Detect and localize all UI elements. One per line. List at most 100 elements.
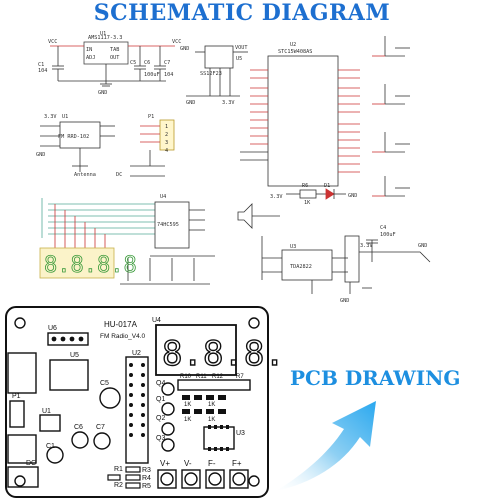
pcb-c1: C1 — [46, 443, 55, 450]
led-r-val: 1K — [304, 200, 311, 206]
pcb-r5: R5 — [142, 483, 151, 490]
pcb-dc: DC — [26, 460, 36, 467]
pcb-1k-b: 1K — [208, 402, 215, 408]
c1-label: C1 — [38, 62, 44, 68]
p1-pin-4: 4 — [165, 148, 168, 154]
reg-vin: VCC — [48, 39, 57, 45]
pcb-c7: C7 — [96, 424, 105, 431]
button-column — [372, 36, 410, 197]
driver-part: 74HC595 — [157, 222, 179, 228]
led-circuit — [286, 188, 346, 200]
pcb-u4: U4 — [152, 317, 161, 324]
pcb-subtitle: FM Radio_V4.0 — [100, 333, 146, 340]
reg-part: AMS1117-3.3 — [88, 35, 122, 41]
pcb-q3: Q3 — [156, 435, 165, 442]
amp-gnd2: GND — [340, 298, 349, 304]
display-schematic — [39, 247, 115, 279]
pcb-r11: R11 — [196, 374, 207, 380]
pcb-u6: U6 — [48, 325, 57, 332]
led-d: D1 — [324, 183, 330, 189]
mcu-chip — [240, 55, 360, 187]
reg-out: OUT — [110, 55, 119, 61]
fm-gnd: GND — [36, 152, 45, 158]
c1-value: 104 — [38, 68, 47, 74]
pcb-btn-vminus: V- — [184, 459, 192, 468]
reg-tab: TAB — [110, 47, 119, 53]
p1-pin-2: 2 — [165, 132, 168, 138]
reg-in: IN — [86, 47, 92, 53]
usb-vout: VOUT — [235, 45, 248, 51]
dc-label: DC — [116, 172, 122, 178]
c6-label: C6 — [144, 60, 150, 66]
c7-label: C7 — [164, 60, 170, 66]
page-title: SCHEMATIC DIAGRAM — [93, 0, 391, 26]
reg-adj: ADJ — [86, 55, 95, 61]
led-gnd: GND — [348, 193, 357, 199]
p1-pin-1: 1 — [165, 124, 168, 130]
pcb-display-digits: 8.8.8.8 — [162, 334, 280, 374]
fm-part: FM RRD-102 — [58, 134, 89, 140]
pcb-u5: U5 — [70, 352, 79, 359]
pcb-r1: R1 — [114, 466, 123, 473]
pcb-model: HU-017A — [104, 320, 138, 329]
usb-ref: U5 — [236, 56, 242, 62]
pcb-u2: U2 — [132, 350, 141, 357]
led-33v: 3.3V — [270, 194, 283, 200]
switch-block — [186, 45, 248, 97]
amp-ref: U3 — [290, 244, 296, 250]
usb-gnd2: GND — [186, 100, 195, 106]
pcb-btn-fminus: F- — [208, 459, 216, 468]
pcb-c6: C6 — [74, 424, 83, 431]
c5-label: C5 — [130, 60, 136, 66]
amp-c-val: 100uF — [380, 232, 396, 238]
fm-ref: U1 — [62, 114, 68, 120]
pcb-r12: R12 — [212, 374, 224, 380]
c7-value: 104 — [164, 72, 173, 78]
pcb-r3: R3 — [142, 467, 151, 474]
schem-digits: 8.8.8.8 — [44, 253, 137, 278]
fm-33v: 3.3V — [44, 114, 57, 120]
amp-33v: 3.3V — [360, 243, 373, 249]
pcb-1k-c: 1K — [184, 417, 191, 423]
p1-ref: P1 — [148, 114, 154, 120]
pcb-q1: Q1 — [156, 396, 165, 403]
pcb-board: 8.8.8.8 HU-017A FM Radio_V4.0 U6 U5 U1 U… — [5, 306, 280, 498]
amp-part: TDA2822 — [290, 264, 312, 270]
pcb-btn-vplus: V+ — [160, 459, 170, 468]
arrow-icon — [276, 401, 376, 491]
display-digits-schematic: 8.8.8.8 — [44, 253, 138, 279]
pcb-r10: R10 — [180, 374, 192, 380]
amp-block — [237, 203, 431, 294]
amp-gnd: GND — [418, 243, 427, 249]
pcb-u3: U3 — [236, 430, 245, 437]
usb-part: SS12F23 — [200, 71, 222, 77]
c6-value: 100uF — [144, 72, 160, 78]
pcb-q2: Q2 — [156, 415, 165, 422]
display-driver-block — [41, 198, 215, 285]
pcb-r4: R4 — [142, 475, 151, 482]
fm-antenna: Antenna — [74, 172, 96, 178]
connector-p1 — [130, 119, 175, 177]
pcb-1k-d: 1K — [208, 417, 215, 423]
pcb-r2: R2 — [114, 482, 123, 489]
pcb-c5: C5 — [100, 380, 109, 387]
driver-ref: U4 — [160, 194, 166, 200]
led-r: R6 — [302, 183, 308, 189]
fm-module — [40, 121, 115, 172]
schematic-diagram: VCC AMS1117-3.3 U1 IN TAB OUT ADJ C1 104… — [36, 31, 431, 304]
reg-gnd: GND — [98, 90, 107, 96]
pcb-r7: R7 — [236, 374, 244, 380]
reg-vout: VCC — [172, 39, 181, 45]
reg-ref: U1 — [100, 31, 106, 37]
pcb-caption: PCB DRAWING — [290, 366, 461, 390]
pcb-1k-a: 1K — [184, 402, 191, 408]
pcb-p1: P1 — [12, 393, 21, 400]
pcb-u1: U1 — [42, 408, 51, 415]
pcb-q4: Q4 — [156, 380, 165, 387]
regulator-block — [50, 41, 175, 87]
p1-pin-3: 3 — [165, 140, 168, 146]
amp-c: C4 — [380, 225, 386, 231]
mcu-ref: U2 — [290, 42, 296, 48]
usb-gnd: GND — [180, 46, 189, 52]
usb-33v: 3.3V — [222, 100, 235, 106]
